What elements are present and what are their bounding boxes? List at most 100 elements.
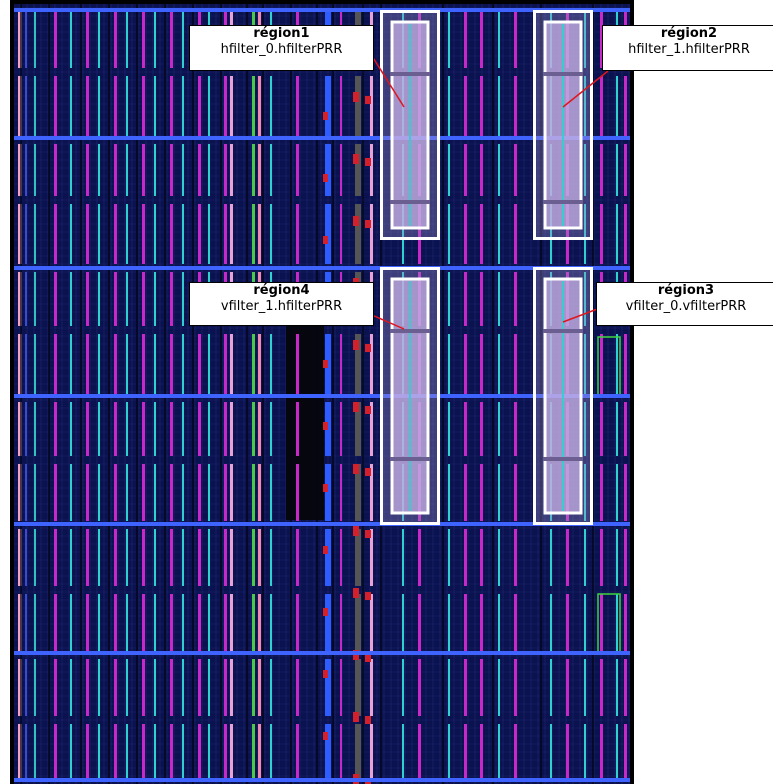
callout-line [562,307,601,323]
resource-column [550,594,552,651]
resource-column [550,659,552,716]
resource-column [514,402,517,456]
resource-column [182,529,184,586]
resource-column [170,12,173,68]
resource-column [402,659,404,716]
resource-column [258,464,261,521]
resource-column [355,464,361,521]
region2-name: région2 [660,26,718,41]
resource-column [98,659,100,716]
resource-column [340,76,342,136]
resource-column [182,272,184,326]
resource-column [498,659,500,716]
resource-column [624,204,627,264]
resource-column [86,529,89,586]
resource-column [170,76,173,136]
callout-lines [371,55,609,330]
resource-column [70,76,72,136]
resource-column [566,204,569,264]
region2-callout: région2 hfilter_1.hfilterPRR [602,25,773,71]
resource-column [498,724,500,780]
resource-column [498,334,500,394]
resource-column [296,529,299,586]
resource-column [514,12,517,68]
region3-partition: vfilter_0.vfilterPRR [625,299,747,314]
region-band [543,329,583,333]
resource-column [142,144,145,196]
resource-column [170,144,173,196]
resource-column [258,659,261,716]
logic-block [323,484,328,492]
resource-column [208,529,210,586]
resource-column [98,529,100,586]
resource-column [70,204,72,264]
logic-block [353,92,359,102]
resource-column [448,144,450,196]
resource-column [616,594,618,651]
resource-column [480,724,483,780]
resource-column [54,594,57,651]
logic-block [353,526,359,536]
resource-column [182,659,184,716]
logic-block [353,464,359,474]
resource-column [480,594,483,651]
resource-column [114,12,117,68]
logic-block [323,236,328,244]
resource-column [98,12,100,68]
resource-column [198,76,201,136]
resource-column [355,76,361,136]
resource-column [340,724,342,780]
resource-column [448,402,450,456]
region3-callout: région3 vfilter_0.vfilterPRR [596,282,773,326]
resource-column [86,272,89,326]
resource-column [126,724,128,780]
resource-column [114,204,117,264]
clock-region-rows [14,8,630,782]
resource-column [198,529,201,586]
resource-column [224,659,227,716]
resource-column [224,402,227,456]
region-column [562,24,564,226]
resource-column [170,724,173,780]
resource-column [355,402,361,456]
resource-column [142,204,145,264]
logic-block [323,546,328,554]
resource-column [70,594,72,651]
resource-column [86,464,89,521]
resource-column [142,272,145,326]
resource-column [418,529,421,586]
resource-column [208,402,210,456]
resource-column [252,529,255,586]
resource-column [208,76,210,136]
resource-column [86,76,89,136]
resource-column [154,204,156,264]
resource-column [566,529,569,586]
resource-column [464,402,467,456]
resource-column [25,272,27,326]
resource-column [182,12,184,68]
resource-column [464,529,467,586]
resource-column [616,464,618,521]
resource-column [54,724,57,780]
resource-column [34,76,36,136]
resource-column [182,402,184,456]
region3-name: région3 [657,283,715,298]
resource-column [34,144,36,196]
resource-column [182,334,184,394]
resource-column [402,724,404,780]
resource-column [70,334,72,394]
resource-column [624,402,627,456]
resource-column [154,402,156,456]
resource-column [142,76,145,136]
region2-partition: hfilter_1.hfilterPRR [628,42,750,57]
resource-column [230,659,233,716]
resource-column [584,402,586,456]
logic-block [365,220,371,228]
region-band [390,200,430,204]
resource-column [142,402,145,456]
resource-column [142,529,145,586]
resource-column [230,724,233,780]
resource-column [480,334,483,394]
resource-column [464,464,467,521]
